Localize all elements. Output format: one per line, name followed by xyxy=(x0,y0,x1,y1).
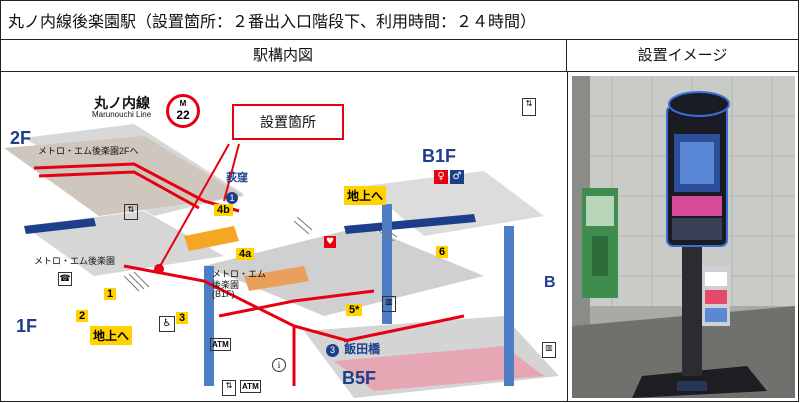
callout-pointer xyxy=(158,143,230,269)
ogikubo-number: 1 xyxy=(226,192,238,204)
elevator-icon: ⇅ xyxy=(522,98,536,116)
line-badge-letter: M xyxy=(179,99,187,108)
train-car xyxy=(184,226,239,251)
coin-locker-icon: ▥ xyxy=(542,342,556,358)
coin-locker-icon: ▥ xyxy=(382,296,396,312)
to-ground-label-2: 地上へ xyxy=(90,326,133,345)
route-line-b5f xyxy=(343,314,465,343)
phone-icon: ☎ xyxy=(58,272,72,286)
b-label: B xyxy=(544,274,556,291)
metro-m-b1f-label-2: 後楽園 xyxy=(212,280,240,290)
exit-1: 1 xyxy=(104,288,117,300)
elevator-icon: ⇅ xyxy=(124,204,138,220)
route-line-2f-b xyxy=(38,170,200,210)
photo-header: 設置イメージ xyxy=(567,40,798,72)
metro-m-label: メトロ・エム後楽園 xyxy=(34,256,116,266)
callout-pointer-2 xyxy=(223,143,240,202)
station-map-drawing xyxy=(4,124,559,398)
floor-label-1f: 1F xyxy=(16,316,38,336)
exit-5: 5* xyxy=(346,304,363,316)
line-badge: M 22 xyxy=(166,94,200,128)
iidabashi-number: 3 xyxy=(326,344,339,357)
kiosk-photo-drawing xyxy=(572,76,795,398)
iidabashi-label: 飯田橋 xyxy=(344,342,381,356)
exit-6: 6 xyxy=(436,246,449,258)
line-name-jp: 丸ノ内線 xyxy=(94,95,150,111)
floor-2f-slab-lower xyxy=(4,136,244,216)
to-ground-label-1: 地上へ xyxy=(344,186,387,205)
page-title: 丸ノ内線後楽園駅（設置箇所：２番出入口階段下、利用時間：２４時間） xyxy=(0,0,798,40)
atm-icon: ATM xyxy=(240,380,261,393)
metro-m-b1f-label-1: メトロ・エム xyxy=(212,269,267,279)
b5f-platform xyxy=(334,346,544,391)
line-badge-number: 22 xyxy=(176,108,190,122)
station-map: 丸ノ内線 Marunouchi Line M 22 設置箇所 2F 1F B1F… xyxy=(4,76,564,398)
install-location-dot xyxy=(154,264,164,274)
floor-1f-edge xyxy=(24,218,96,234)
wheelchair-icon: ♿ xyxy=(159,316,175,332)
exit-3: 3 xyxy=(176,312,189,324)
floor-b1f-upper xyxy=(364,171,544,236)
blue-pillar-3 xyxy=(504,226,514,386)
info-icon: i xyxy=(272,358,286,372)
install-location-callout: 設置箇所 xyxy=(232,104,344,140)
direction-iidabashi: 3 飯田橋 xyxy=(326,338,380,357)
callout-label: 設置箇所 xyxy=(260,114,316,130)
exit-4a: 4a xyxy=(236,248,255,260)
stairs-icon xyxy=(123,216,398,292)
floor-b1f-edge xyxy=(344,214,476,234)
route-line-b1f xyxy=(218,289,375,318)
floor-b1f-slab xyxy=(204,226,484,316)
floor-label-b1f: B1F xyxy=(422,146,457,166)
exit-4b: 4b xyxy=(214,204,233,216)
floor-label-b5f: B5F xyxy=(342,368,377,388)
elevator-icon: ⇅ xyxy=(222,380,236,396)
installation-photo xyxy=(572,76,795,398)
column-divider xyxy=(567,72,568,402)
blue-pillar-1 xyxy=(204,266,214,386)
exit-2: 2 xyxy=(76,310,89,322)
train-car-2 xyxy=(244,266,309,291)
metro-m-b1f-label-3: (B1F) xyxy=(212,289,235,299)
atm-icon: ATM xyxy=(210,338,231,351)
to-metro-m-2f-label: メトロ・エム後楽園2Fへ xyxy=(38,146,139,156)
route-line-1f xyxy=(123,264,350,343)
map-header: 駅構内図 xyxy=(0,40,567,72)
restroom-icon: ♀ xyxy=(434,170,448,184)
restroom-icon: ♂ xyxy=(450,170,464,184)
line-name-en: Marunouchi Line xyxy=(92,110,152,119)
ogikubo-label: 荻窪 xyxy=(226,172,248,184)
floor-label-2f: 2F xyxy=(10,128,32,148)
direction-ogikubo: 1 xyxy=(226,186,238,205)
aed-icon: ♥ xyxy=(324,236,336,248)
blue-pillar-2 xyxy=(382,204,392,324)
